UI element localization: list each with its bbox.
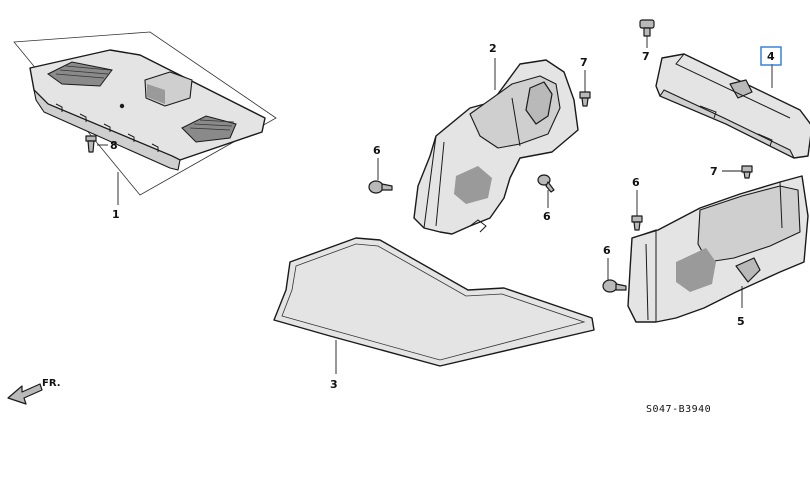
clip-7-c-group: 7	[710, 165, 753, 179]
rear-panel-trim-group: 4	[655, 46, 810, 159]
clip-7-a-icon	[579, 91, 591, 107]
clip-6-c-icon	[631, 215, 643, 231]
clip-6-b-icon	[537, 174, 555, 193]
clip-8-group: 8	[85, 135, 118, 153]
callout-part-6-c: 6	[632, 176, 640, 189]
rear-shelf-boundary	[13, 31, 277, 196]
rear-panel-trim-latch-cutout	[729, 79, 753, 99]
clip-8-icon	[85, 135, 97, 153]
catalog-code: S047-B3940	[646, 404, 711, 415]
callout-part-7-c: 7	[710, 165, 718, 178]
rear-shelf-clips	[55, 103, 159, 152]
clip-7-a-group: 7	[579, 56, 591, 107]
callout-part-8: 8	[110, 139, 118, 152]
clip-6-d-group: 6	[602, 244, 627, 293]
rear-panel-trim-part	[655, 53, 810, 159]
front-direction-label: FR.	[42, 378, 61, 389]
part-4-highlight-box	[760, 46, 782, 66]
clip-6-b-group: 6	[537, 174, 555, 223]
rear-shelf-hole	[119, 103, 125, 109]
trunk-mat-inner-edge	[281, 243, 586, 361]
clip-6-a-icon	[368, 180, 393, 194]
rear-shelf-left-grille	[47, 61, 113, 87]
callout-part-2: 2	[489, 42, 497, 55]
callout-part-6-a: 6	[373, 144, 381, 157]
right-trunk-lining-wheel-well	[676, 248, 716, 292]
front-arrow-icon	[7, 383, 43, 405]
rear-shelf-front-lip	[33, 89, 181, 171]
trunk-mat-part	[273, 237, 595, 367]
right-trunk-lining-pocket	[735, 257, 761, 283]
clip-7-c-icon	[741, 165, 753, 179]
trunk-mat-group: 3	[273, 237, 595, 391]
clip-7-b-icon	[639, 19, 655, 37]
clip-6-a-group: 6	[368, 144, 393, 194]
front-direction-indicator: FR.	[7, 378, 61, 405]
clip-6-c-group: 6	[631, 176, 643, 231]
callout-part-3: 3	[330, 378, 338, 391]
clip-7-b-group: 7	[639, 19, 655, 63]
callout-part-4: 4	[767, 50, 775, 63]
callout-part-5: 5	[737, 315, 745, 328]
right-trunk-lining-group: 5	[627, 175, 809, 328]
callout-part-1: 1	[112, 208, 120, 221]
callout-part-6-b: 6	[543, 210, 551, 223]
left-trunk-lining-wheel-well	[454, 166, 492, 204]
callout-part-7-a: 7	[580, 56, 588, 69]
rear-shelf-group: 1	[13, 31, 277, 221]
callout-part-7-b: 7	[642, 50, 650, 63]
left-trunk-lining-group: 2	[413, 42, 579, 235]
clip-6-d-icon	[602, 279, 627, 293]
callout-part-6-d: 6	[603, 244, 611, 257]
rear-panel-trim-lower-lip	[659, 89, 795, 159]
